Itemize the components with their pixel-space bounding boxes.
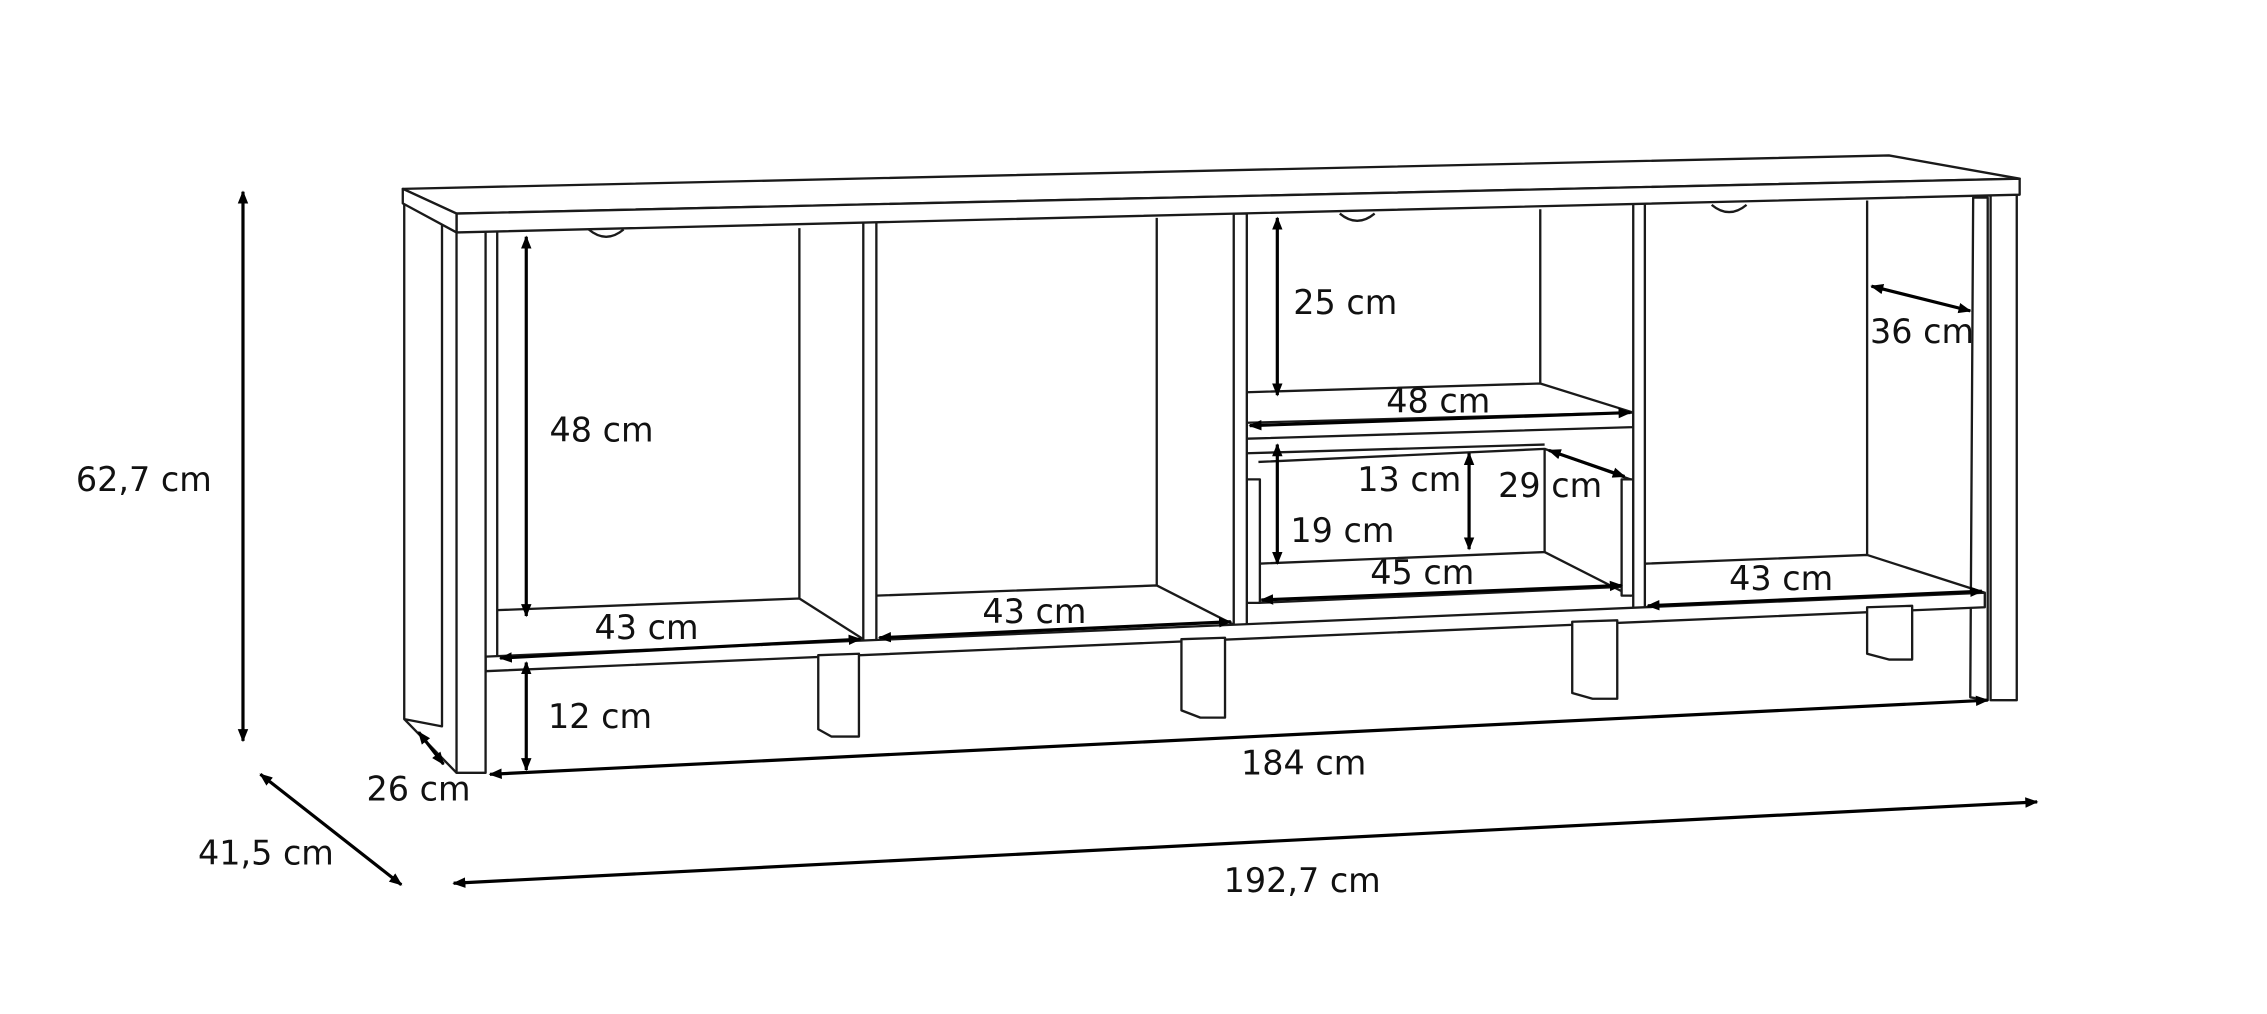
label-leg-height: 12 cm xyxy=(548,697,652,736)
top-side-edge xyxy=(401,187,458,234)
label-upper-shelf-height: 25 cm xyxy=(1293,283,1397,322)
left-side-back xyxy=(403,202,444,728)
label-compartment-depth: 36 cm xyxy=(1870,312,1974,351)
divider-3 xyxy=(1632,202,1647,612)
leg xyxy=(1571,619,1619,700)
label-total-depth: 41,5 cm xyxy=(198,833,334,872)
divider-1 xyxy=(862,221,878,642)
label-left-compartment-height: 48 cm xyxy=(550,411,654,450)
label-drawer-width: 45 cm xyxy=(1370,553,1474,592)
label-compartment2-width: 43 cm xyxy=(982,592,1086,631)
dimension-arrows xyxy=(237,190,2039,888)
label-drawer-depth: 29 cm xyxy=(1498,466,1602,505)
sideboard-body xyxy=(401,154,2021,775)
right-side-front xyxy=(1989,192,2018,702)
label-side-depth: 26 cm xyxy=(366,769,470,808)
divider-2 xyxy=(1232,212,1248,628)
left-side-front xyxy=(455,228,487,775)
label-upper-shelf-width: 48 cm xyxy=(1386,382,1490,421)
right-side-inner xyxy=(1969,196,1989,702)
label-compartment1-width: 43 cm xyxy=(595,608,699,647)
label-compartment4-width: 43 cm xyxy=(1729,559,1833,598)
label-total-height: 62,7 cm xyxy=(76,460,212,499)
label-drawer-height: 19 cm xyxy=(1290,511,1394,550)
dimension-labels: 62,7 cm 41,5 cm 192,7 cm 184 cm 12 cm 26… xyxy=(76,283,1974,900)
leg xyxy=(817,652,861,738)
leg xyxy=(1865,604,1914,661)
leg xyxy=(1180,636,1227,719)
label-inner-width: 184 cm xyxy=(1241,743,1366,782)
label-drawer-inner-height: 13 cm xyxy=(1357,460,1461,499)
label-total-width: 192,7 cm xyxy=(1224,861,1381,900)
